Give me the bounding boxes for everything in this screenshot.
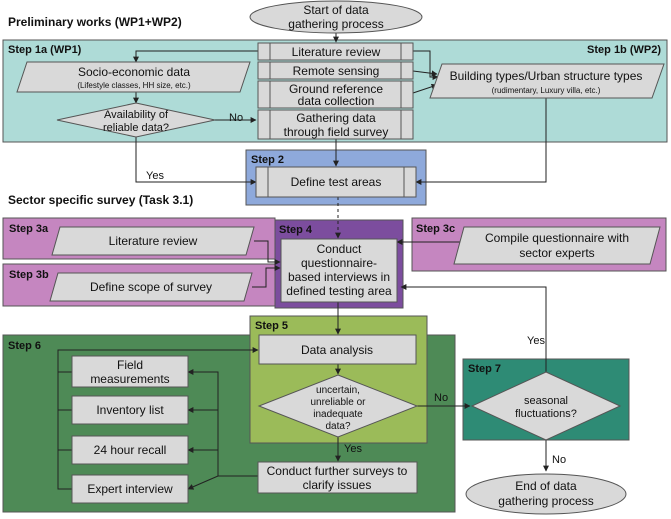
analysis-node xyxy=(258,334,417,365)
uncertain-line1: uncertain, xyxy=(316,385,360,396)
field-meas-line1: Field xyxy=(117,358,143,372)
edge-building-to-test xyxy=(415,97,547,185)
field-meas-line2: measurements xyxy=(90,372,169,386)
seasonal-line2: fluctuations? xyxy=(515,408,577,420)
edge-scope-to-interviews xyxy=(252,265,281,288)
edge-label-yes3: Yes xyxy=(527,335,545,347)
inventory-node xyxy=(71,395,189,425)
edge-expert-back xyxy=(57,372,72,490)
start-line1: Start of data xyxy=(303,3,369,17)
availability-decision xyxy=(56,102,216,138)
start-terminal xyxy=(249,0,423,34)
step1b-label: Step 1b (WP2) xyxy=(587,44,661,56)
scope-label: Define scope of survey xyxy=(90,280,212,294)
interviews-line3: based interviews in xyxy=(288,270,390,284)
expert-label: Expert interview xyxy=(87,482,173,496)
edge-lit-to-socio xyxy=(133,50,258,63)
socio-node xyxy=(16,61,251,93)
uncertain-line2: unreliable or xyxy=(310,397,366,408)
step3c-label: Step 3c xyxy=(416,223,455,235)
socio-sub-label: (Lifestyle classes, HH size, etc.) xyxy=(77,81,191,90)
lit3a-node xyxy=(51,226,255,256)
edge-methods-to-analysis xyxy=(57,347,259,373)
building-label: Building types/Urban structure types xyxy=(450,69,643,83)
remote-sensing-label: Remote sensing xyxy=(293,64,380,78)
edge-label-yes1: Yes xyxy=(146,170,164,182)
edge-lit3a-to-interviews xyxy=(254,240,281,265)
uncertain-line3: inadequate xyxy=(313,409,363,420)
start-line2: gathering process xyxy=(288,17,383,31)
edge-label-no1: No xyxy=(229,112,243,124)
recall-label: 24 hour recall xyxy=(94,443,167,457)
step3b-label: Step 3b xyxy=(9,269,49,281)
ground-ref-line2: data collection xyxy=(298,94,375,108)
edge-label-yes2: Yes xyxy=(344,443,362,455)
edge-rs-to-building xyxy=(412,70,438,77)
field-survey-node xyxy=(257,109,414,140)
socio-label: Socio-economic data xyxy=(78,65,190,79)
analysis-label: Data analysis xyxy=(301,343,373,357)
test-areas-node xyxy=(255,166,417,198)
expert-node xyxy=(71,474,189,504)
end-terminal xyxy=(465,473,627,515)
step3a-label: Step 3a xyxy=(9,223,49,235)
compile-line1: Compile questionnaire with xyxy=(485,231,629,245)
seasonal-line1: seasonal xyxy=(524,395,568,407)
seasonal-decision xyxy=(470,371,622,441)
ground-ref-line1: Ground reference xyxy=(289,82,383,96)
lit3a-label: Literature review xyxy=(109,234,198,248)
field-survey-line1: Gathering data xyxy=(296,111,376,125)
uncertain-decision xyxy=(257,374,419,438)
step2-label: Step 2 xyxy=(251,154,284,166)
scope-node xyxy=(49,272,253,302)
ground-ref-node xyxy=(257,80,414,109)
edge-seasonal-yes xyxy=(400,284,547,372)
lit-review-node xyxy=(257,42,414,61)
compile-node xyxy=(453,226,661,265)
step1a-label: Step 1a (WP1) xyxy=(8,44,82,56)
step6-label: Step 6 xyxy=(8,340,41,352)
edge-lit-to-building xyxy=(413,50,439,80)
interviews-line4: defined testing area xyxy=(286,284,392,298)
compile-line2: sector experts xyxy=(519,246,594,260)
availability-line2: reliable data? xyxy=(103,122,169,134)
uncertain-line4: data? xyxy=(325,421,350,432)
building-node xyxy=(429,63,665,99)
interviews-line2: questionnaire- xyxy=(301,256,377,270)
end-line2: gathering process xyxy=(498,494,593,508)
heading-preliminary: Preliminary works (WP1+WP2) xyxy=(8,15,182,29)
further-surveys-node xyxy=(257,461,418,494)
test-areas-label: Define test areas xyxy=(291,175,382,189)
edge-avail-yes xyxy=(135,137,257,185)
further-line1: Conduct further surveys to xyxy=(267,464,408,478)
inventory-label: Inventory list xyxy=(96,403,164,417)
edge-gr-to-building xyxy=(412,83,438,94)
lit-review-label: Literature review xyxy=(292,45,381,59)
recall-node xyxy=(71,435,189,465)
edge-bus-to-expert xyxy=(187,475,219,490)
building-sub-label: (rudimentary, Luxury villa, etc.) xyxy=(492,86,601,95)
step4-label: Step 4 xyxy=(279,224,313,236)
step5-label: Step 5 xyxy=(255,320,288,332)
interviews-line1: Conduct xyxy=(317,242,362,256)
edge-label-no3: No xyxy=(552,454,566,466)
field-survey-line2: through field survey xyxy=(284,125,389,139)
interviews-node xyxy=(280,238,398,303)
edge-further-to-methods xyxy=(187,369,258,477)
field-measurements-node xyxy=(71,355,189,388)
step7-label: Step 7 xyxy=(468,363,501,375)
end-line1: End of data xyxy=(515,479,577,493)
edge-label-no2: No xyxy=(434,392,448,404)
further-line2: clarify issues xyxy=(303,478,372,492)
remote-sensing-node xyxy=(257,61,414,80)
availability-line1: Availability of xyxy=(104,109,169,121)
heading-sector: Sector specific survey (Task 3.1) xyxy=(8,193,193,207)
